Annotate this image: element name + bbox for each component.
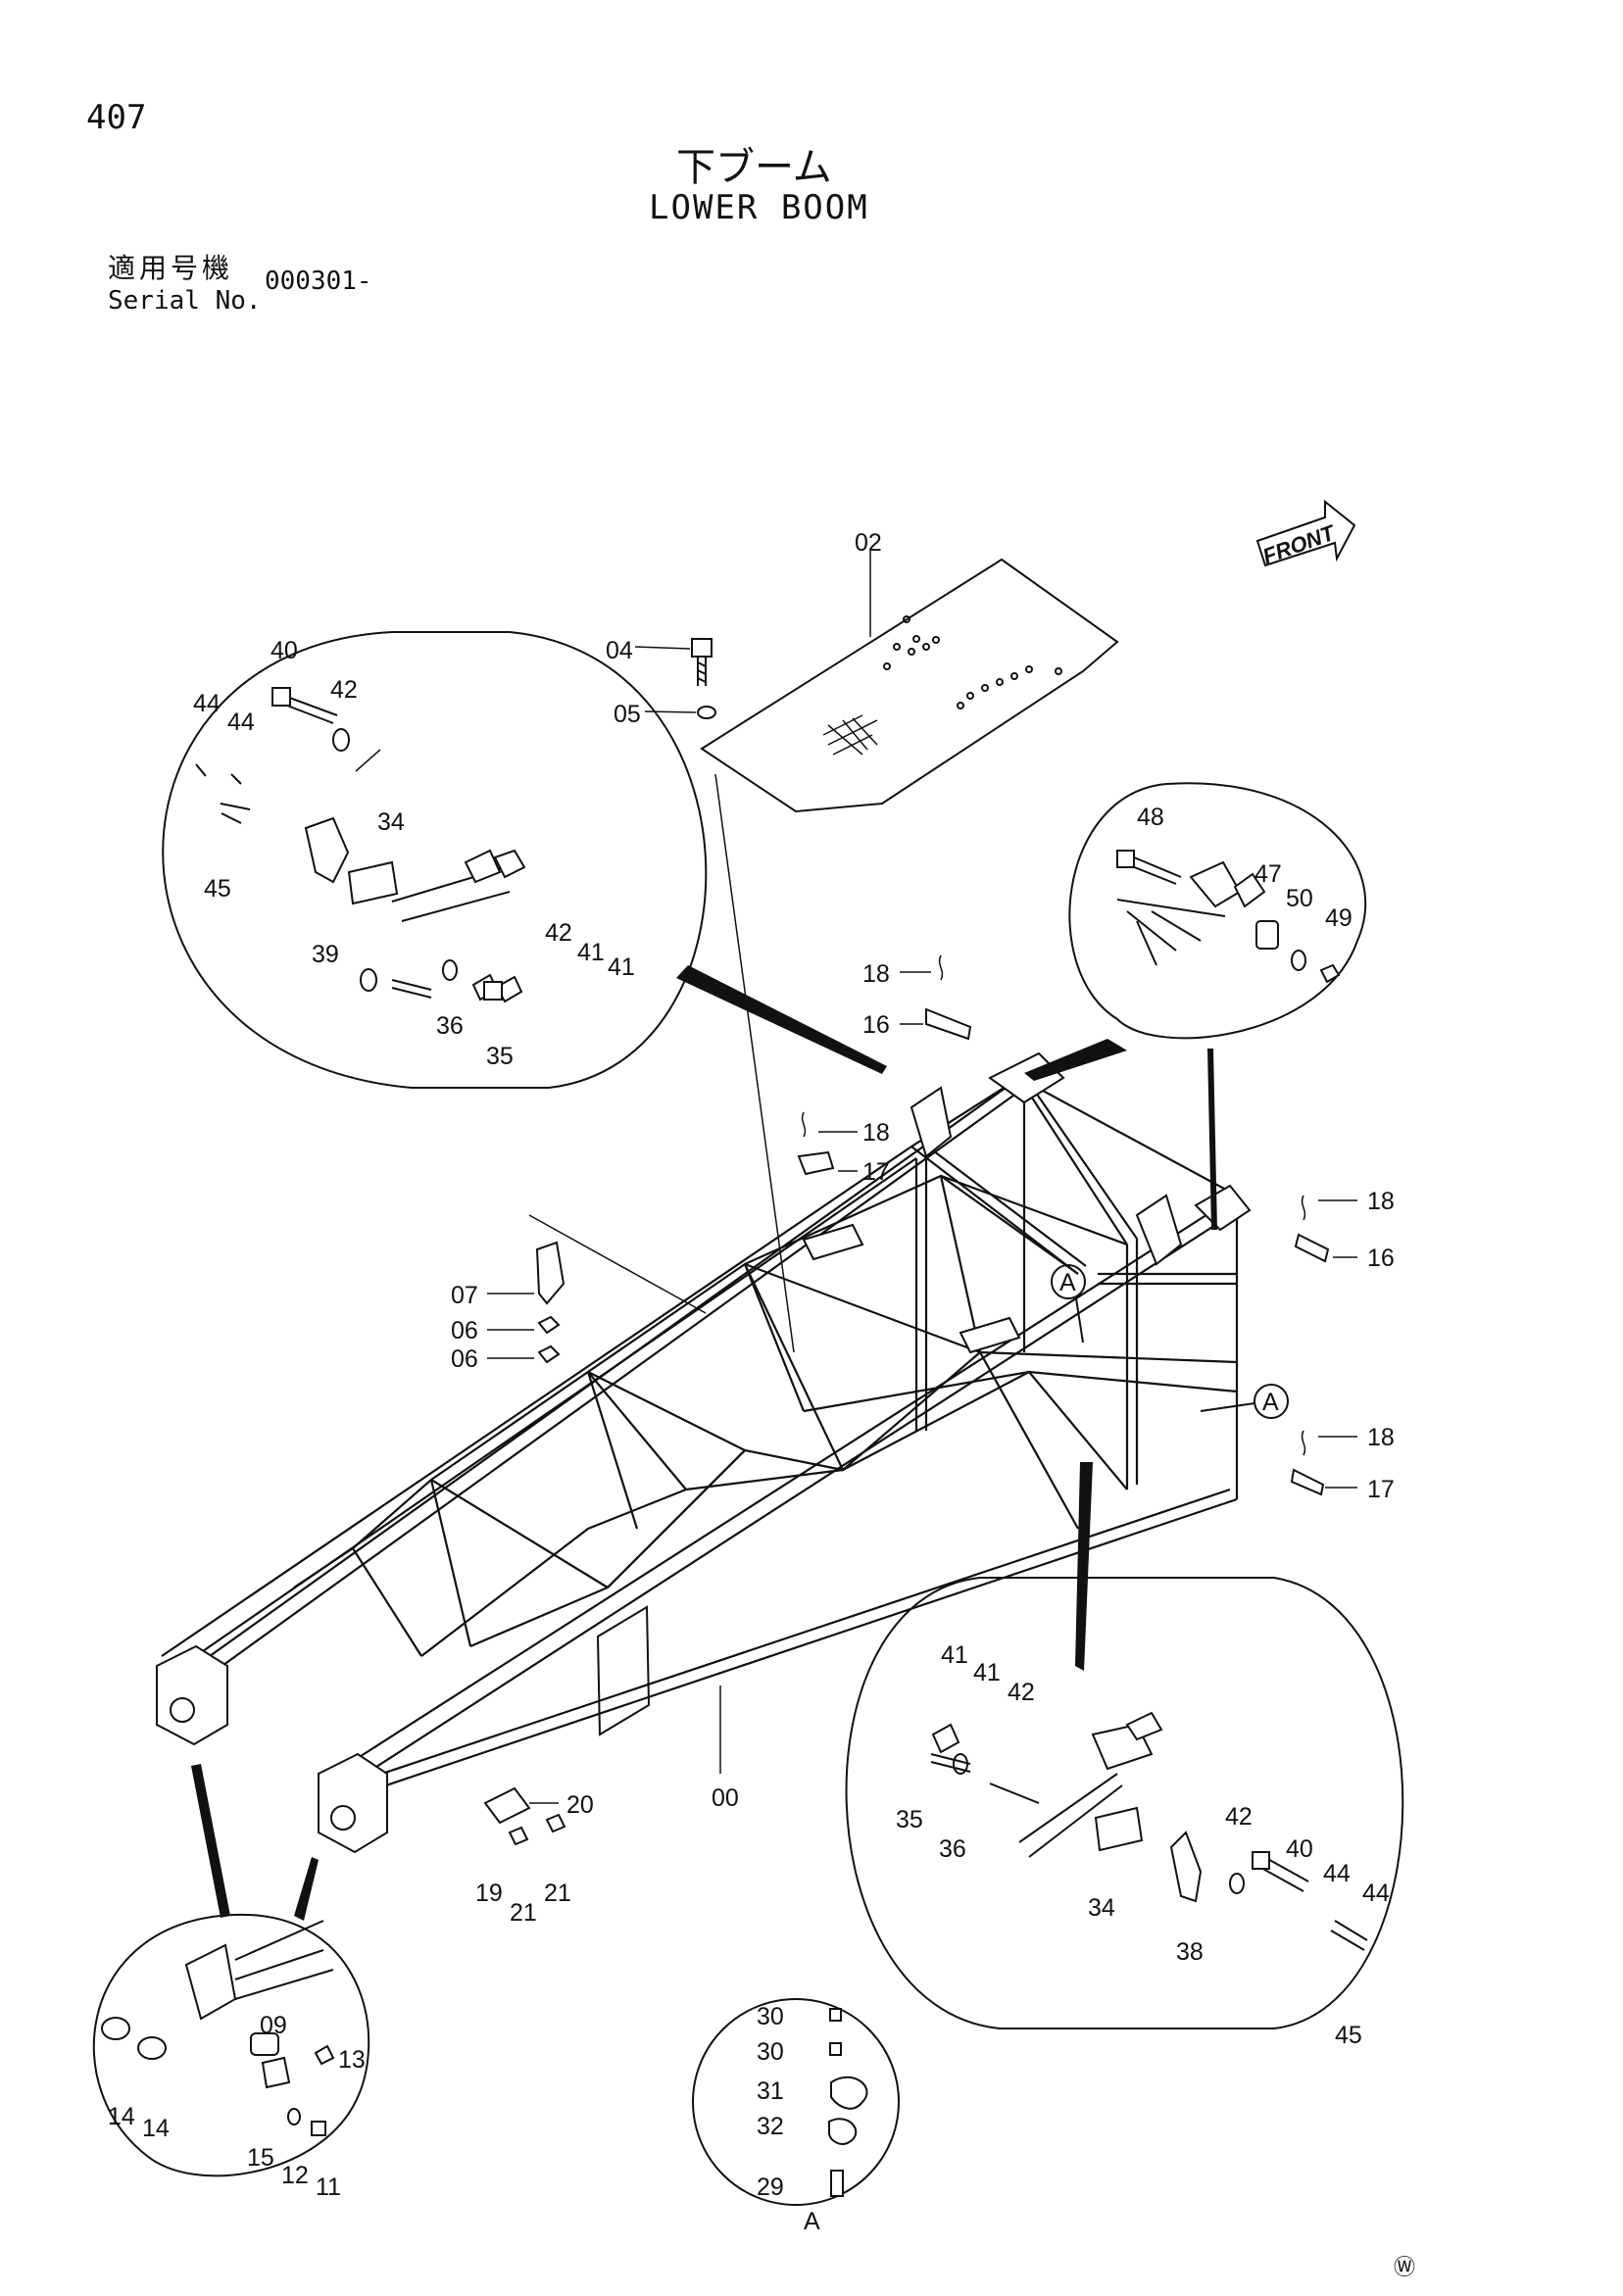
- part-label-18-a: 18: [862, 960, 890, 988]
- part-label-41-b: 41: [608, 953, 635, 981]
- part-label-39: 39: [312, 941, 339, 968]
- view-marker-a-2: A: [1200, 1384, 1289, 1419]
- part-label-21-a: 21: [510, 1899, 537, 1927]
- part-label-21-b: 21: [544, 1880, 571, 1907]
- svg-text:A: A: [1262, 1389, 1279, 1416]
- part-label-02: 02: [855, 529, 882, 557]
- detail-bottom-right: [845, 1462, 1404, 2029]
- part-label-16-a: 16: [862, 1011, 890, 1039]
- part-label-17-b: 17: [1367, 1476, 1395, 1503]
- boom-frame: [156, 1051, 1252, 1854]
- serial-label-japanese: 適用号機: [108, 252, 234, 284]
- part-label-38: 38: [1176, 1938, 1204, 1966]
- part-label-34-b: 34: [1088, 1894, 1115, 1922]
- front-arrow-icon: FRONT: [1255, 499, 1356, 568]
- part-label-18-c: 18: [1367, 1188, 1395, 1215]
- part-label-12: 12: [281, 2162, 309, 2189]
- bolt-04-icon: [691, 638, 713, 686]
- boom-foot-left: [156, 1644, 228, 1746]
- part-label-06-a: 06: [451, 1317, 478, 1344]
- part-label-49: 49: [1325, 904, 1352, 932]
- part-label-14-a: 14: [108, 2103, 135, 2130]
- top-cover-plate: [700, 558, 1119, 813]
- part-label-05: 05: [614, 701, 641, 728]
- clamp-07-icon: [535, 1241, 566, 1305]
- part-label-41-a: 41: [577, 939, 605, 966]
- part-label-44-c: 44: [1323, 1860, 1351, 1887]
- title-japanese: 下ブーム: [676, 145, 832, 190]
- part-label-41-c: 41: [941, 1641, 968, 1669]
- part-label-20: 20: [566, 1791, 594, 1819]
- part-label-42-b: 42: [545, 919, 572, 947]
- serial-label-english: Serial No.: [108, 286, 262, 316]
- part-label-07: 07: [451, 1282, 478, 1309]
- part-label-19: 19: [475, 1880, 503, 1907]
- part-label-18-d: 18: [1367, 1424, 1395, 1451]
- part-label-42-d: 42: [1225, 1803, 1253, 1831]
- part-label-32: 32: [757, 2113, 784, 2140]
- part-label-11: 11: [316, 2174, 341, 2201]
- boom-foot-right: [318, 1752, 388, 1854]
- part-label-44-b: 44: [227, 708, 255, 736]
- part-label-44-a: 44: [193, 690, 221, 717]
- part-label-15: 15: [247, 2144, 274, 2172]
- part-label-36: 36: [436, 1012, 464, 1040]
- serial-number-value: 000301-: [265, 267, 372, 296]
- detail-top-right: [1024, 782, 1367, 1230]
- part-label-50: 50: [1286, 885, 1313, 912]
- corner-mark: Ⓦ: [1394, 2256, 1416, 2280]
- page-number: 407: [86, 98, 147, 137]
- part-label-14-b: 14: [142, 2115, 170, 2142]
- part-label-44-d: 44: [1362, 1880, 1390, 1907]
- part-label-40: 40: [270, 637, 298, 664]
- part-label-40-b: 40: [1286, 1835, 1313, 1863]
- part-label-16-b: 16: [1367, 1245, 1395, 1272]
- part-label-18-b: 18: [862, 1119, 890, 1147]
- part-label-13: 13: [338, 2046, 366, 2074]
- part-label-42-c: 42: [1008, 1679, 1035, 1706]
- part-label-06-b: 06: [451, 1345, 478, 1373]
- part-label-31: 31: [757, 2077, 784, 2105]
- part-label-36-b: 36: [939, 1835, 966, 1863]
- part-label-34: 34: [377, 808, 405, 836]
- part-label-45: 45: [204, 875, 231, 903]
- part-label-41-d: 41: [973, 1659, 1001, 1686]
- view-a-label: A: [804, 2208, 820, 2235]
- detail-top-left: [162, 631, 887, 1089]
- part-label-35-b: 35: [896, 1806, 923, 1833]
- part-label-48: 48: [1137, 804, 1164, 831]
- detail-view-a: A: [692, 1998, 900, 2235]
- part-label-45-b: 45: [1335, 2022, 1362, 2049]
- part-label-35: 35: [486, 1043, 514, 1070]
- part-label-17-a: 17: [862, 1158, 890, 1186]
- washer-05-icon: [697, 706, 716, 719]
- part-label-47: 47: [1254, 860, 1282, 888]
- view-marker-a-1: A: [1051, 1264, 1086, 1343]
- part-label-04: 04: [606, 637, 633, 664]
- part-label-30-a: 30: [757, 2003, 784, 2030]
- part-label-42: 42: [330, 676, 358, 704]
- part-label-00: 00: [712, 1784, 739, 1812]
- part-label-30-b: 30: [757, 2038, 784, 2066]
- part-label-29: 29: [757, 2174, 784, 2201]
- svg-text:A: A: [1059, 1269, 1076, 1296]
- title-english: LOWER BOOM: [649, 188, 869, 227]
- detail-bottom-left: [92, 1764, 370, 2177]
- part-label-09: 09: [260, 2012, 287, 2039]
